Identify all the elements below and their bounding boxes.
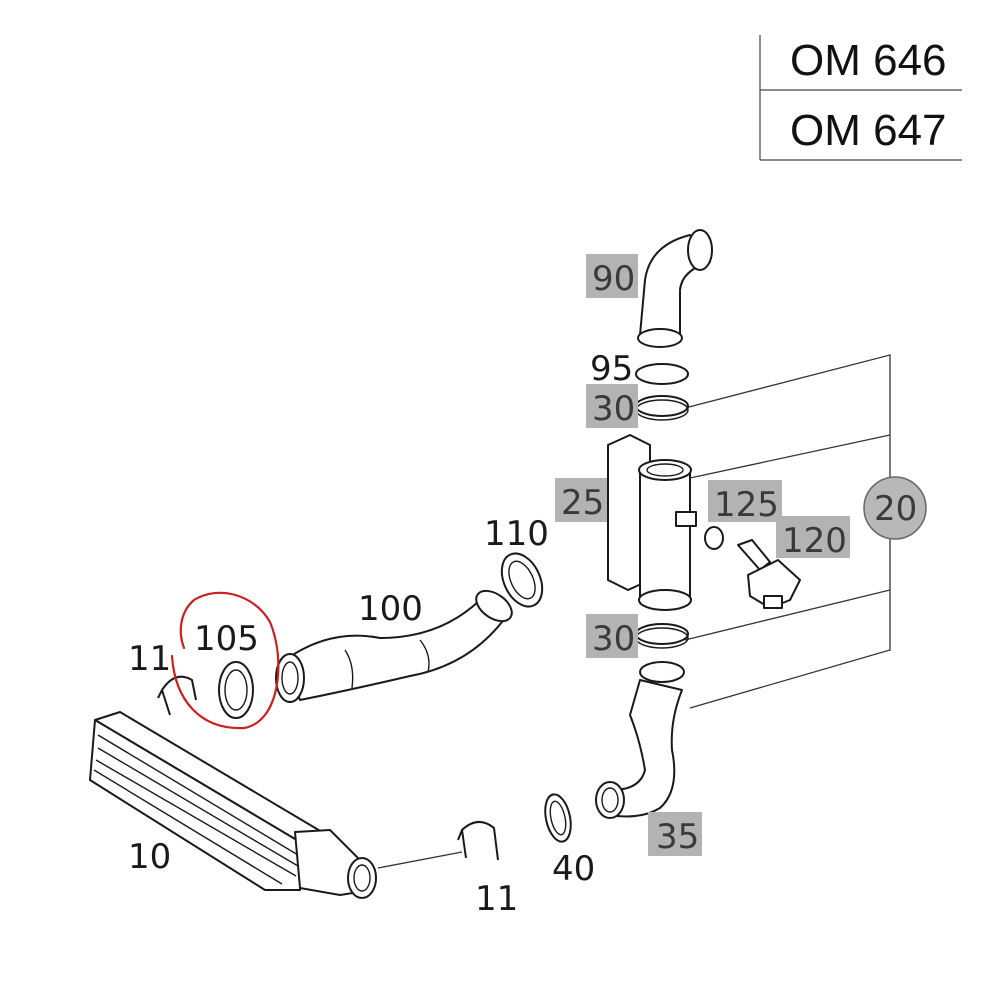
label-highlight-30-lower — [586, 614, 638, 658]
label-110: 110 — [484, 514, 549, 554]
gasket-110 — [500, 552, 544, 608]
label-35: 35 — [656, 817, 699, 857]
label-highlight-120 — [776, 516, 850, 558]
label-95: 95 — [590, 349, 633, 389]
gasket-40 — [544, 793, 572, 843]
clamp-30-upper — [635, 395, 689, 421]
group-20-circle — [863, 476, 927, 540]
label-10: 10 — [128, 837, 171, 877]
label-highlight-25 — [555, 478, 607, 522]
clip-part-right — [457, 821, 499, 861]
label-120: 120 — [782, 521, 847, 561]
label-11-left: 11 — [128, 639, 171, 679]
intercooler-part — [89, 711, 377, 899]
engine-code-om646: OM 646 — [790, 36, 947, 85]
leader-line-11 — [377, 851, 463, 869]
sensor-120 — [737, 539, 801, 609]
label-125: 125 — [714, 485, 779, 525]
label-30-lower: 30 — [592, 619, 635, 659]
elbow-hose-90 — [637, 229, 713, 348]
engine-code-table: OM 646 OM 647 — [759, 35, 962, 161]
o-ring-125 — [704, 526, 724, 550]
label-20: 20 — [874, 489, 917, 529]
label-90: 90 — [592, 259, 635, 299]
label-40: 40 — [552, 849, 595, 889]
label-highlight-90 — [586, 254, 638, 298]
clamp-30-lower — [635, 623, 689, 649]
annotation-circle — [170, 591, 280, 730]
lower-hose-35 — [595, 661, 685, 819]
charge-air-hose-100 — [275, 589, 513, 703]
ring-95 — [635, 363, 689, 385]
label-highlight-30-upper — [586, 384, 638, 428]
label-30-upper: 30 — [592, 389, 635, 429]
label-highlight-35 — [648, 812, 702, 856]
engine-code-om647: OM 647 — [790, 106, 947, 155]
gasket-ring-105 — [218, 661, 254, 719]
label-11-right: 11 — [475, 879, 518, 919]
label-25: 25 — [561, 483, 604, 523]
sensor-housing-25 — [607, 434, 697, 611]
label-highlight-125 — [708, 480, 782, 522]
label-105: 105 — [194, 619, 259, 659]
label-100: 100 — [358, 589, 423, 629]
